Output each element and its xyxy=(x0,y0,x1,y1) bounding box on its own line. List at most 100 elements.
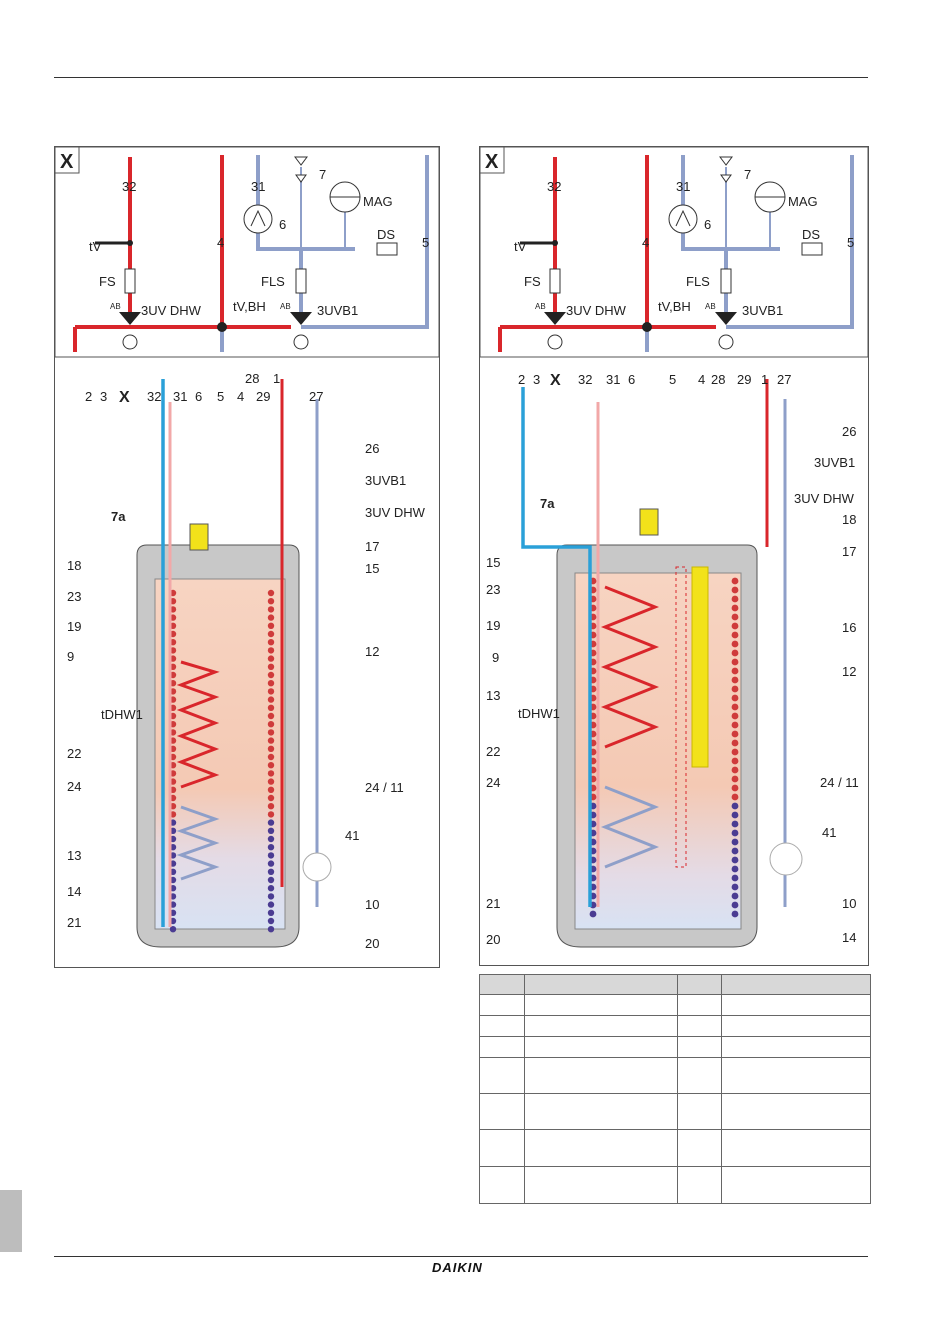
callout-23: 23 xyxy=(67,589,81,604)
coil-dot xyxy=(267,844,275,851)
callout-21: 21 xyxy=(67,915,81,930)
pump-arrow-icon xyxy=(250,209,266,227)
top-label-5: 5 xyxy=(669,372,676,387)
coil-dot xyxy=(731,622,739,630)
fs-sensor-icon xyxy=(124,268,136,294)
coil-dot xyxy=(731,658,739,666)
tvbh-node xyxy=(642,322,652,332)
coil-dot xyxy=(731,910,739,918)
coil-dot xyxy=(267,893,275,900)
table-row xyxy=(479,974,871,995)
top-label-1: 1 xyxy=(273,371,280,386)
label-fls: FLS xyxy=(261,274,285,289)
callout-tdhw1: tDHW1 xyxy=(518,706,560,721)
label-mag: MAG xyxy=(788,194,818,209)
callout-15: 15 xyxy=(365,561,379,576)
pipe-5 xyxy=(301,155,429,329)
callout-14: 14 xyxy=(67,884,81,899)
table-row xyxy=(479,994,871,1016)
coil-dot xyxy=(267,811,275,818)
callout-18: 18 xyxy=(842,512,856,527)
valve-3uvb1-icon xyxy=(715,312,737,325)
label-5: 5 xyxy=(847,235,854,250)
callout-3uvdhw: 3UV DHW xyxy=(794,491,855,506)
top-label-32: 32 xyxy=(147,389,161,404)
label-32: 32 xyxy=(122,179,136,194)
schema-x-box xyxy=(55,147,80,174)
coil-dot xyxy=(267,737,275,744)
callout-7a: 7a xyxy=(540,496,555,511)
top-labels: 2 3 X 32 31 6 5 4 28 29 1 27 xyxy=(518,372,791,389)
top-label-29: 29 xyxy=(737,372,751,387)
coil-dot xyxy=(731,847,739,855)
callout-3uvb1: 3UVB1 xyxy=(365,473,406,488)
coil-dot xyxy=(731,676,739,684)
coil-dot xyxy=(731,604,739,612)
coil-dot xyxy=(267,655,275,662)
coil-dot xyxy=(267,729,275,736)
coil-dot xyxy=(731,775,739,783)
callout-17: 17 xyxy=(365,539,379,554)
coil-dot xyxy=(731,613,739,621)
coil-dot xyxy=(267,917,275,925)
tv-node xyxy=(127,240,133,246)
callout-41: 41 xyxy=(345,828,359,843)
top-label-2: 2 xyxy=(518,372,525,387)
coil-dot xyxy=(731,856,739,864)
label-ab2: AB xyxy=(705,302,716,311)
valve-3uvdhw-icon xyxy=(119,312,141,325)
coil-dot xyxy=(589,910,597,918)
callout-26: 26 xyxy=(842,424,856,439)
label-7: 7 xyxy=(744,167,751,182)
label-fs: FS xyxy=(99,274,116,289)
top-label-31: 31 xyxy=(606,372,620,387)
pump-6-icon xyxy=(668,204,698,234)
callout-24-11: 24 / 11 xyxy=(820,775,859,790)
coil-dot xyxy=(267,835,275,843)
coil-dot xyxy=(267,589,275,597)
coil-dot xyxy=(731,649,739,657)
coil-dot xyxy=(267,868,275,875)
schema-frame xyxy=(55,147,439,358)
coil-dot xyxy=(267,647,275,654)
label-fs: FS xyxy=(524,274,541,289)
label-5: 5 xyxy=(422,235,429,250)
coil-dot xyxy=(731,631,739,639)
fs-sensor-icon xyxy=(549,268,561,294)
pipe-5 xyxy=(726,155,854,329)
schema-x-box xyxy=(480,147,505,174)
callout-10: 10 xyxy=(365,897,379,912)
top-label-6: 6 xyxy=(195,389,202,404)
label-4: 4 xyxy=(217,235,224,250)
ds-sensor-icon xyxy=(376,242,398,256)
coil-dot xyxy=(267,606,275,613)
label-32: 32 xyxy=(547,179,561,194)
figure-left-svg: X 32 31 4 5 6 7 MAG DS FS FLS 3UV DHW 3U… xyxy=(55,147,439,951)
pump-41-icon xyxy=(769,842,803,876)
relief-valve-7-icon xyxy=(719,156,733,166)
tank-coil-dots: (function(){ var g = document.currentScr… xyxy=(589,577,739,918)
coil-dot xyxy=(267,663,275,670)
coil-dot xyxy=(731,748,739,756)
label-3uvb1: 3UVB1 xyxy=(742,303,783,318)
callout-19: 19 xyxy=(67,619,81,634)
top-label-3: 3 xyxy=(533,372,540,387)
tvbh-node xyxy=(217,322,227,332)
callout-22: 22 xyxy=(486,744,500,759)
callout-14: 14 xyxy=(842,930,856,945)
top-label-31: 31 xyxy=(173,389,187,404)
callout-24: 24 xyxy=(486,775,500,790)
top-label-27: 27 xyxy=(777,372,791,387)
coil-dot xyxy=(267,745,275,752)
coil-dot xyxy=(731,640,739,648)
label-31: 31 xyxy=(676,179,690,194)
table-row xyxy=(479,1057,871,1094)
coil-dot xyxy=(731,766,739,774)
coil-dot xyxy=(731,721,739,729)
coil-dot xyxy=(731,586,739,594)
heat-exchanger-hot xyxy=(600,585,660,749)
pump-arrow-icon xyxy=(675,209,691,227)
table-row xyxy=(479,1129,871,1167)
callout-18: 18 xyxy=(67,558,81,573)
coil-dot xyxy=(731,838,739,846)
